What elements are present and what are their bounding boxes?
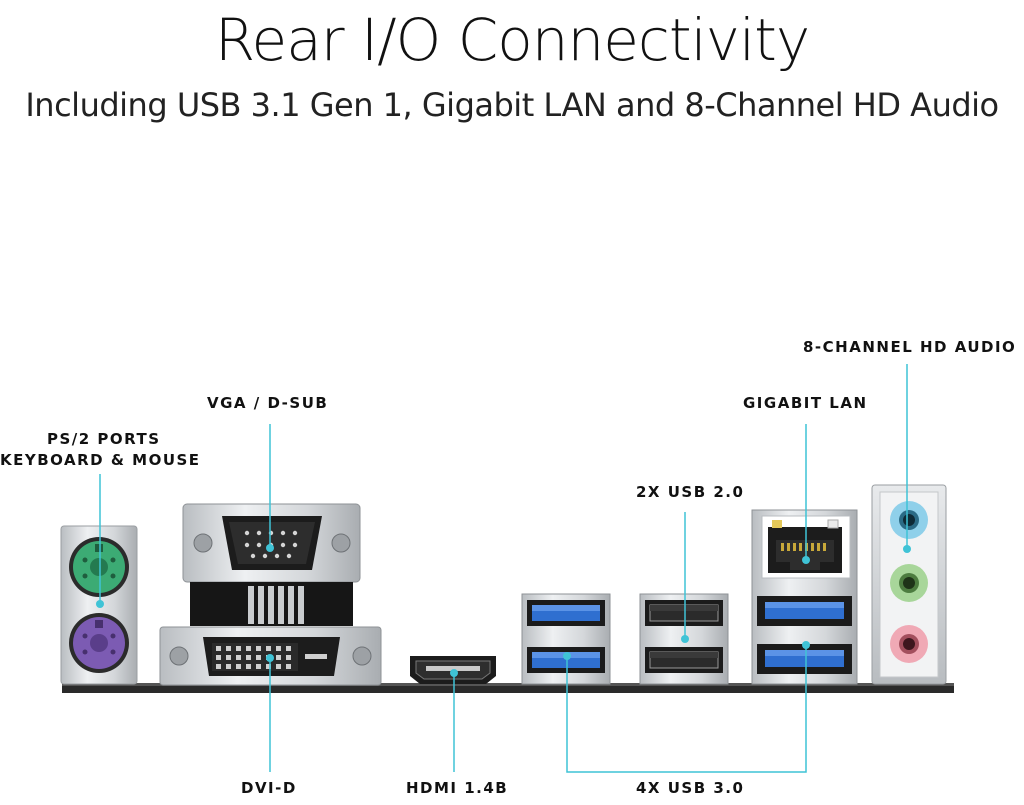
ps2-label-line1: PS/2 PORTS: [47, 430, 161, 448]
audio-label: 8-CHANNEL HD AUDIO: [803, 338, 1017, 356]
ps2-label-line2: KEYBOARD & MOUSE: [0, 451, 201, 469]
usb30-label: 4X USB 3.0: [636, 779, 745, 797]
audio-jacks: [871, 484, 947, 685]
lan-label: GIGABIT LAN: [743, 394, 868, 412]
dvi-label: DVI-D: [241, 779, 297, 797]
vga-port: [182, 503, 361, 626]
lan-usb30-stack: [751, 509, 858, 685]
page-subtitle: Including USB 3.1 Gen 1, Gigabit LAN and…: [25, 86, 999, 124]
usb20-label: 2X USB 2.0: [636, 483, 745, 501]
hdmi-label: HDMI 1.4B: [406, 779, 509, 797]
usb30-stack-left: [521, 593, 611, 685]
vga-label: VGA / D-SUB: [207, 394, 329, 412]
callout-lines: [99, 364, 908, 773]
page-title: Rear I/O Connectivity: [214, 6, 810, 74]
callout-dots: [96, 544, 911, 677]
motherboard-edge: [62, 683, 954, 693]
